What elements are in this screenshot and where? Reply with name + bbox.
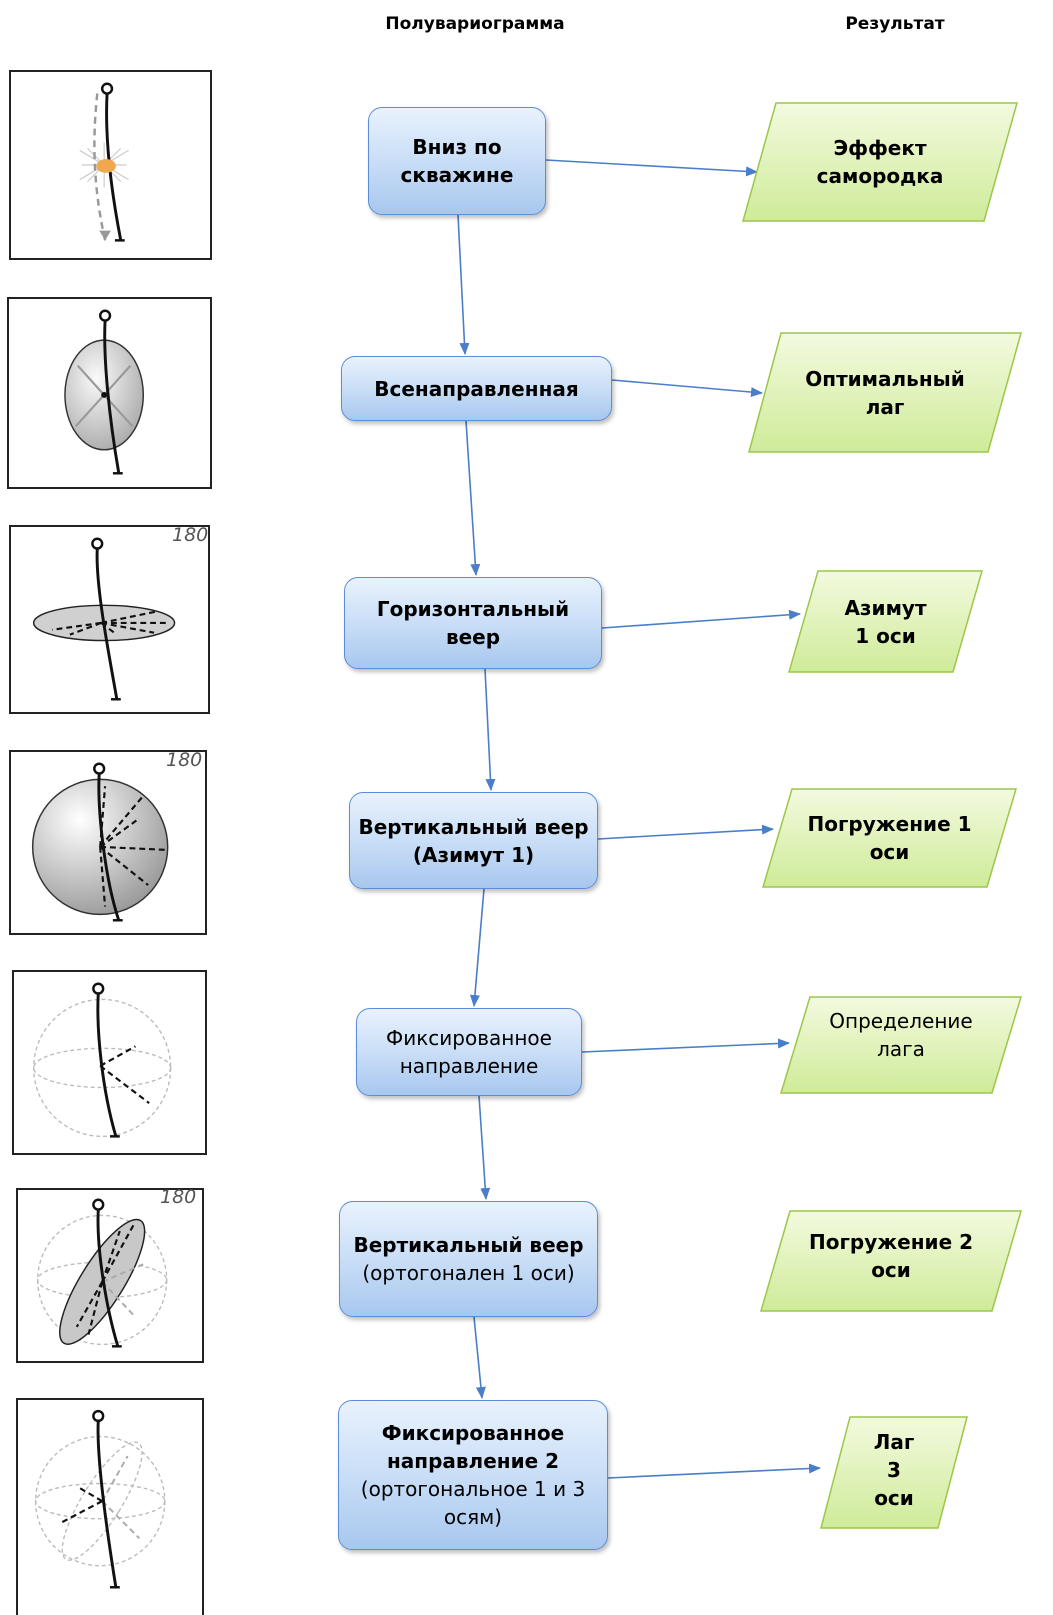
variogram-column-header: Полувариограмма: [385, 14, 565, 34]
result-lag-axis-3[interactable]: Лаг 3 оси: [820, 1416, 968, 1529]
step-fixed-direction-2[interactable]: Фиксированное направление 2 (ортогональн…: [338, 1400, 608, 1550]
arrow-step1-result1: [545, 159, 758, 177]
angle-label-180: 180: [160, 1186, 197, 1208]
parallelogram-shape: [788, 570, 983, 673]
result-dip-axis-2[interactable]: Погружение 2 оси: [760, 1210, 1022, 1312]
step-label-bold: Вертикальный веер: [353, 1233, 584, 1257]
step-label: Горизонтальный веер: [376, 597, 570, 649]
parallelogram-shape: [748, 332, 1022, 453]
arrow-step4-result4: [597, 824, 774, 840]
tilted-vertical-fan-icon: [16, 1188, 204, 1363]
step-fixed-direction[interactable]: Фиксированное направление: [356, 1008, 582, 1096]
result-label: Погружение 1 оси: [807, 812, 972, 864]
omnidirectional-ellipsoid-icon: [7, 297, 212, 489]
step-horizontal-fan[interactable]: Горизонтальный веер: [344, 577, 602, 669]
result-label: Азимут 1 оси: [844, 595, 927, 648]
result-column-header: Результат: [845, 14, 945, 34]
step-label: Фиксированное направление: [386, 1026, 552, 1078]
result-label: Погружение 2 оси: [808, 1230, 974, 1282]
parallelogram-shape: [761, 788, 1018, 888]
step-label: Вертикальный веер (Азимут 1): [358, 814, 589, 867]
parallelogram-shape: [779, 996, 1023, 1094]
step-label-normal: (ортогональное 1 и 3 осям): [360, 1477, 586, 1529]
step-vertical-fan-orthogonal[interactable]: Вертикальный веер (ортогонален 1 оси): [339, 1201, 598, 1317]
step-vertical-fan-azimuth-1[interactable]: Вертикальный веер (Азимут 1): [349, 792, 598, 889]
result-azimuth-axis-1[interactable]: Азимут 1 оси: [788, 570, 983, 673]
result-lag-determination[interactable]: Определение лага: [779, 996, 1023, 1094]
result-dip-axis-1[interactable]: Погружение 1 оси: [761, 788, 1018, 888]
arrow-step5-result5: [581, 1038, 790, 1053]
step-label: Всенаправленная: [374, 376, 579, 401]
arrow-step3-result3: [601, 609, 801, 629]
arrow-step6-step7: [473, 1316, 486, 1399]
fixed-direction-sphere-icon: [12, 970, 207, 1155]
step-omnidirectional[interactable]: Всенаправленная: [341, 356, 612, 421]
result-label: Оптимальный лаг: [805, 366, 965, 419]
arrow-step1-step2: [457, 214, 470, 355]
step-label: Вниз по скважине: [400, 135, 514, 187]
parallelogram-shape: [820, 1416, 968, 1529]
step-label-bold: Фиксированное направление 2: [381, 1421, 565, 1473]
vertical-fan-sphere-icon: [9, 750, 207, 935]
result-nugget-effect[interactable]: Эффект самородка: [742, 102, 1018, 222]
arrow-step7-result7: [607, 1463, 821, 1479]
result-optimal-lag[interactable]: Оптимальный лаг: [748, 332, 1022, 453]
result-label: Лаг 3 оси: [873, 1429, 915, 1510]
arrow-step4-step5: [469, 888, 485, 1007]
arrow-step5-step6: [478, 1095, 491, 1200]
angle-label-180: 180: [166, 749, 203, 771]
parallelogram-shape: [760, 1210, 1022, 1312]
angle-label-180: 180: [172, 524, 209, 546]
horizontal-fan-icon: [9, 525, 210, 714]
fixed-direction-2-sphere-icon: [16, 1398, 204, 1615]
step-label-normal: (ортогонален 1 оси): [362, 1261, 575, 1285]
arrow-step2-result2: [611, 379, 763, 398]
arrow-step2-step3: [465, 420, 481, 576]
result-label: Эффект самородка: [816, 136, 944, 188]
result-label: Определение лага: [829, 1009, 973, 1061]
borehole-nugget-icon: [9, 70, 212, 260]
arrow-step3-step4: [484, 668, 496, 791]
parallelogram-shape: [742, 102, 1018, 222]
step-down-borehole[interactable]: Вниз по скважине: [368, 107, 546, 215]
